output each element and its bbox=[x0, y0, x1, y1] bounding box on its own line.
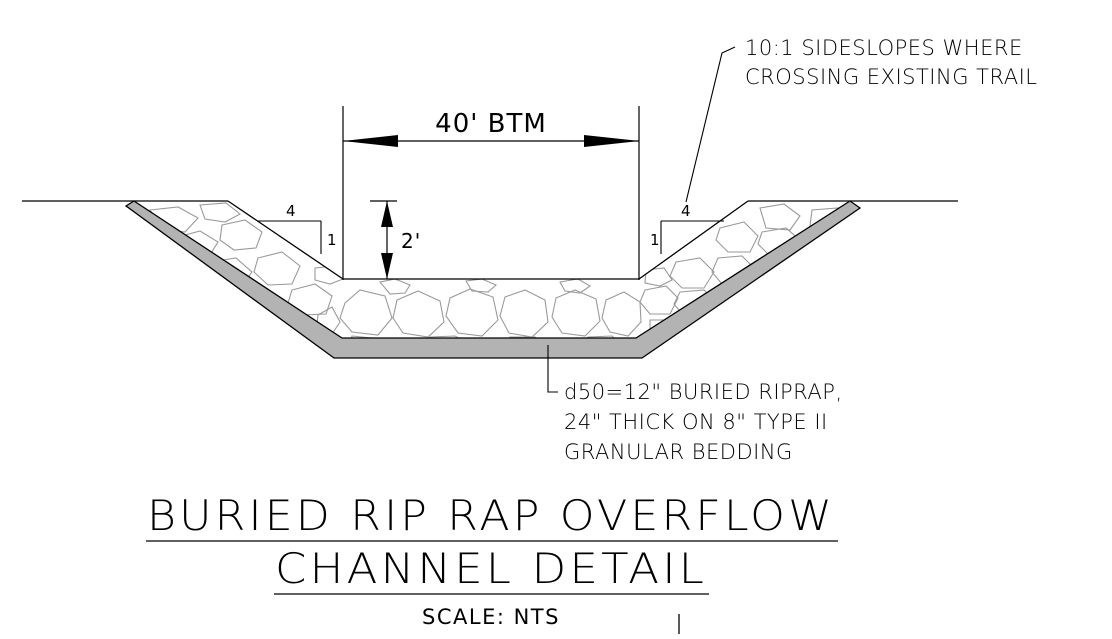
channel-finished-grade bbox=[227, 200, 749, 280]
sideslope-note-line1: 10:1 SIDESLOPES WHERE bbox=[745, 36, 1023, 60]
bottom-width-dimension: 40' BTM bbox=[342, 106, 640, 280]
title-line1: BURIED RIP RAP OVERFLOW bbox=[147, 491, 835, 540]
left-slope-indicator: 4 1 bbox=[258, 202, 337, 254]
riprap-note-line1: d50=12" BURIED RIPRAP, bbox=[564, 380, 843, 404]
title-line2: CHANNEL DETAIL bbox=[275, 544, 707, 593]
right-slope-run-label: 4 bbox=[681, 202, 691, 220]
riprap-note-line2: 24" THICK ON 8" TYPE II bbox=[564, 410, 828, 434]
sideslope-note-line2: CROSSING EXISTING TRAIL bbox=[745, 65, 1037, 89]
left-slope-run-label: 4 bbox=[286, 202, 296, 220]
riprap-note-line3: GRANULAR BEDDING bbox=[564, 440, 793, 464]
scale-label: SCALE: NTS bbox=[422, 605, 560, 629]
right-slope-rise-label: 1 bbox=[650, 231, 660, 249]
granular-bedding-layer bbox=[124, 200, 862, 359]
detail-title: BURIED RIP RAP OVERFLOW CHANNEL DETAIL S… bbox=[146, 491, 838, 629]
riprap-note: d50=12" BURIED RIPRAP, 24" THICK ON 8" T… bbox=[547, 345, 843, 464]
bottom-width-label: 40' BTM bbox=[435, 109, 547, 139]
right-slope-indicator: 4 1 bbox=[650, 202, 724, 254]
sideslope-note: 10:1 SIDESLOPES WHERE CROSSING EXISTING … bbox=[685, 36, 1037, 203]
left-slope-rise-label: 1 bbox=[327, 231, 337, 249]
depth-dimension: 2' bbox=[370, 200, 421, 279]
depth-label: 2' bbox=[401, 229, 421, 253]
